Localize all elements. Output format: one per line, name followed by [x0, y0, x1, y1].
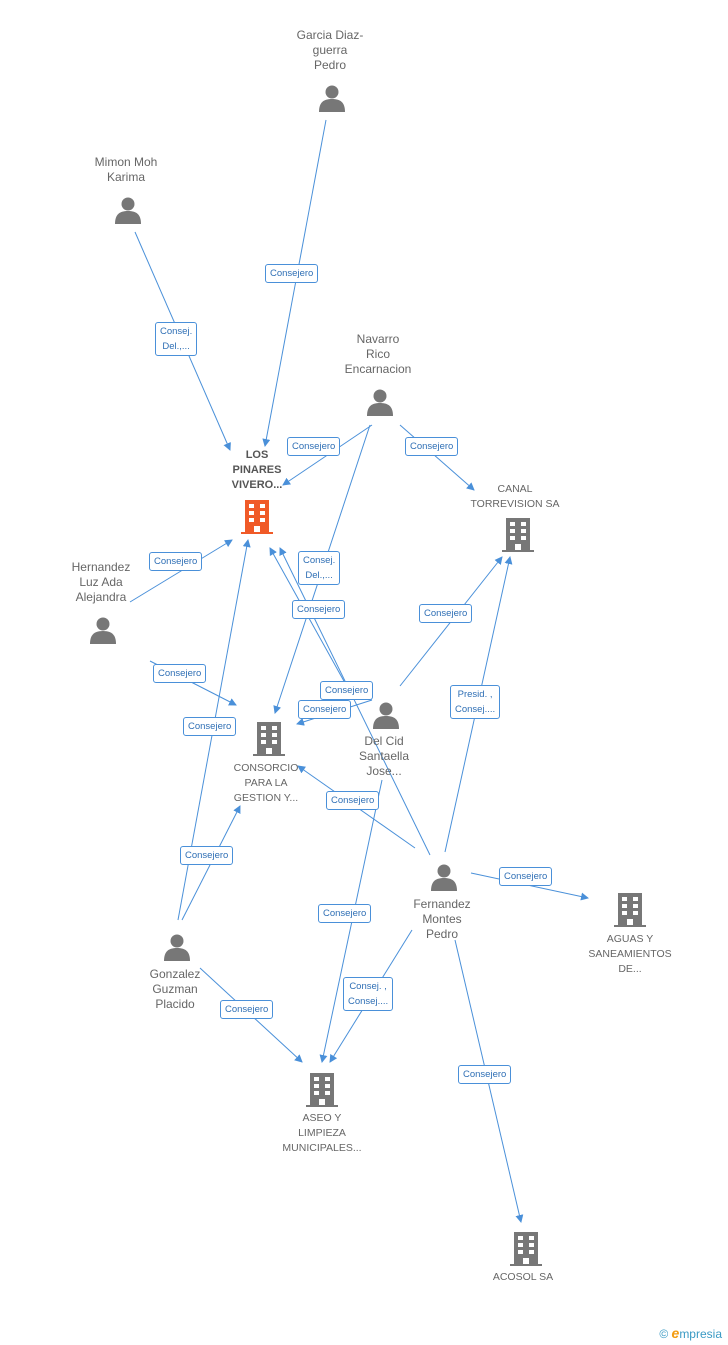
edge-label[interactable]: Consejero [320, 681, 374, 700]
edge-line [262, 119, 327, 447]
person-icon[interactable] [163, 933, 191, 961]
node-label-navarro[interactable]: Navarro Rico Encarnacion [344, 332, 412, 376]
person-icon[interactable] [430, 863, 458, 891]
edge-label[interactable]: Consejero [180, 846, 234, 865]
node-label-acosol[interactable]: ACOSOL SA [492, 1271, 554, 1283]
edge-label[interactable]: Consejero [287, 437, 341, 456]
edge-label[interactable]: Consejero [220, 1000, 274, 1019]
brand-logo: © empresia [659, 1325, 722, 1341]
edge-line [279, 547, 431, 856]
node-label-aseo[interactable]: ASEO Y LIMPIEZA MUNICIPALES... [282, 1112, 362, 1154]
edge-label[interactable]: Consejero [326, 791, 380, 810]
building-icon[interactable] [241, 500, 273, 534]
edge-label[interactable]: Consejero [458, 1065, 512, 1084]
person-icon[interactable] [114, 196, 142, 224]
edge-label[interactable]: Consejero [499, 867, 553, 886]
person-icon[interactable] [89, 616, 117, 644]
node-label-gonzalez[interactable]: Gonzalez Guzman Placido [149, 967, 201, 1011]
copyright-symbol: © [659, 1327, 669, 1341]
node-label-los-pinares[interactable]: LOS PINARES VIVERO... [231, 449, 283, 491]
edge-label[interactable]: Consej. Del.,... [155, 322, 198, 356]
person-icon[interactable] [372, 701, 400, 729]
edge-line [399, 424, 475, 491]
edge-label[interactable]: Consej. Del.,... [298, 551, 341, 585]
node-label-consorcio[interactable]: CONSORCIO PARA LA GESTION Y... [233, 762, 299, 804]
edge-label[interactable]: Consejero [419, 604, 473, 623]
node-label-hernandez[interactable]: Hernandez Luz Ada Alejandra [71, 560, 131, 604]
person-icon[interactable] [318, 84, 346, 112]
node-label-mimon[interactable]: Mimon Moh Karima [94, 155, 158, 184]
edge-label[interactable]: Consejero [318, 904, 372, 923]
edge-label[interactable]: Consejero [298, 700, 352, 719]
edge-line [129, 539, 233, 603]
edge-label[interactable]: Consej. , Consej.... [343, 977, 394, 1011]
building-icon[interactable] [614, 893, 646, 927]
edge-label[interactable]: Consejero [265, 264, 319, 283]
building-icon[interactable] [306, 1073, 338, 1107]
brand-name: mpresia [679, 1327, 722, 1341]
building-icon[interactable] [510, 1232, 542, 1266]
node-label-del-cid[interactable]: Del Cid Santaella Jose... [358, 734, 410, 778]
edge-label[interactable]: Consejero [183, 717, 237, 736]
building-icon[interactable] [253, 722, 285, 756]
node-label-canal[interactable]: CANAL TORREVISION SA [470, 483, 560, 510]
edge-label[interactable]: Consejero [153, 664, 207, 683]
edge-label[interactable]: Consejero [292, 600, 346, 619]
brand-e: e [671, 1325, 680, 1341]
node-label-aguas[interactable]: AGUAS Y SANEAMIENTOS DE... [588, 933, 672, 975]
building-icon[interactable] [502, 518, 534, 552]
edge-label[interactable]: Consejero [149, 552, 203, 571]
edge-label[interactable]: Consejero [405, 437, 459, 456]
person-icon[interactable] [366, 388, 394, 416]
node-label-fernandez[interactable]: Fernandez Montes Pedro [413, 897, 471, 941]
edge-label[interactable]: Presid. , Consej.... [450, 685, 501, 719]
node-label-garcia[interactable]: Garcia Diaz- guerra Pedro [296, 28, 364, 72]
